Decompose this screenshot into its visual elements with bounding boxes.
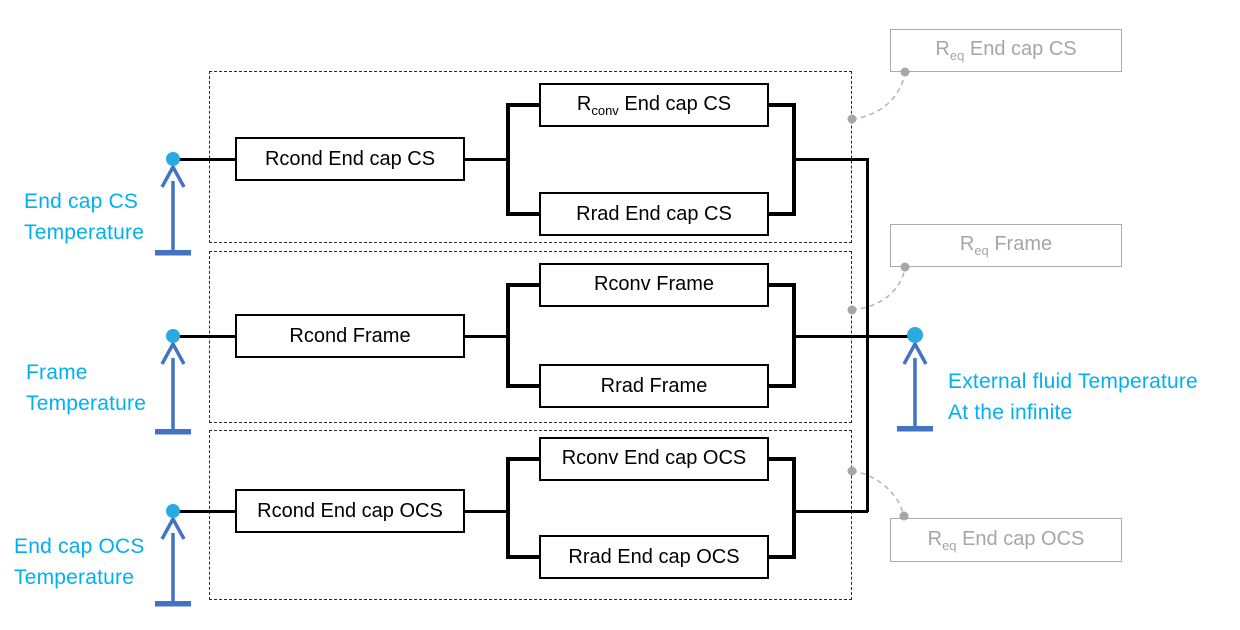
rrad-box-endcap-ocs: Rrad End cap OCS	[539, 535, 769, 579]
junction-right-ocs	[792, 457, 796, 559]
wire-node-to-rcond-frame	[173, 335, 235, 338]
temp-label-endcap-cs-line1: End cap CS	[24, 190, 139, 213]
temp-label-frame-line1: Frame	[26, 361, 88, 384]
rrad-label-frame: Rrad Frame	[600, 374, 708, 397]
stub-rad-right-frame	[769, 384, 796, 388]
stub-rad-left-cs	[506, 212, 539, 216]
temp-arrow-head-icon-frame	[160, 340, 186, 365]
req-box-frame: Req Frame	[890, 224, 1122, 267]
stub-rad-left-ocs	[506, 555, 539, 559]
temp-label-endcap-ocs-line2: Temperature	[14, 566, 135, 589]
stub-conv-left-ocs	[506, 457, 539, 461]
stub-rad-left-frame	[506, 384, 539, 388]
rcond-label-endcap-ocs: Rcond End cap OCS	[257, 499, 443, 522]
req-box-endcap-cs: Req End cap CS	[890, 29, 1122, 72]
rconv-box-endcap-cs: Rconv End cap CS	[539, 83, 769, 127]
wire-output-frame-to-external-node	[794, 335, 915, 338]
req-connector-curve-ocs	[851, 470, 904, 514]
ground-bar-icon-ocs	[155, 601, 191, 607]
rrad-label-endcap-ocs: Rrad End cap OCS	[568, 545, 740, 568]
stub-conv-right-frame	[769, 283, 796, 287]
rrad-box-endcap-cs: Rrad End cap CS	[539, 192, 769, 236]
junction-left-frame	[506, 283, 510, 388]
wire-node-to-rcond-ocs	[173, 510, 235, 513]
stub-conv-left-frame	[506, 283, 539, 287]
rconv-label-endcap-cs: Rconv End cap CS	[576, 92, 732, 118]
wire-rcond-to-split-frame	[465, 335, 508, 338]
rrad-box-frame: Rrad Frame	[539, 364, 769, 408]
temp-label-endcap-cs-line2: Temperature	[24, 221, 145, 244]
rcond-label-frame: Rcond Frame	[289, 324, 411, 347]
rconv-label-endcap-ocs: Rconv End cap OCS	[561, 446, 747, 469]
temp-label-frame: Frame Temperature	[26, 357, 146, 419]
wire-node-to-rcond-cs	[173, 158, 235, 161]
stub-conv-left-cs	[506, 103, 539, 107]
stub-conv-right-ocs	[769, 457, 796, 461]
temp-label-endcap-cs: End cap CS Temperature	[24, 186, 144, 248]
rcond-box-endcap-ocs: Rcond End cap OCS	[235, 489, 465, 533]
wire-rcond-to-split-cs	[465, 158, 508, 161]
wire-output-cs	[794, 158, 868, 161]
ground-bar-icon-external	[897, 426, 933, 432]
req-box-endcap-ocs: Req End cap OCS	[890, 518, 1122, 562]
group-box-endcap-ocs	[209, 430, 852, 600]
temp-label-endcap-ocs-line1: End cap OCS	[14, 535, 145, 558]
ground-bar-icon-cs	[155, 250, 191, 256]
temp-arrow-head-icon-cs	[160, 163, 186, 188]
req-label-endcap-cs: Req End cap CS	[935, 38, 1077, 63]
rconv-label-frame: Rconv Frame	[593, 272, 715, 295]
rcond-label-endcap-cs: Rcond End cap CS	[264, 147, 436, 170]
external-fluid-temp-label: External fluid Temperature At the infini…	[948, 366, 1198, 428]
collector-bus-line	[866, 158, 869, 512]
junction-left-ocs	[506, 457, 510, 559]
temp-label-frame-line2: Temperature	[26, 392, 147, 415]
stub-rad-right-cs	[769, 212, 796, 216]
rcond-box-frame: Rcond Frame	[235, 314, 465, 358]
req-label-endcap-ocs: Req End cap OCS	[927, 527, 1085, 553]
ground-bar-icon-frame	[155, 429, 191, 435]
group-box-endcap-cs	[209, 71, 852, 243]
req-connector-curve-frame	[851, 268, 906, 311]
rrad-label-endcap-cs: Rrad End cap CS	[576, 202, 732, 225]
wire-rcond-to-split-ocs	[465, 510, 508, 513]
temp-arrow-head-icon-external	[902, 340, 928, 365]
temp-arrow-head-icon-ocs	[160, 515, 186, 540]
junction-left-cs	[506, 103, 510, 216]
external-fluid-temp-line1: External fluid Temperature	[948, 370, 1198, 393]
rcond-box-endcap-cs: Rcond End cap CS	[235, 137, 465, 181]
req-label-frame: Req Frame	[959, 233, 1053, 258]
wire-output-ocs	[794, 510, 868, 513]
stub-rad-right-ocs	[769, 555, 796, 559]
temp-label-endcap-ocs: End cap OCS Temperature	[14, 531, 145, 593]
rconv-box-frame: Rconv Frame	[539, 263, 769, 307]
rconv-box-endcap-ocs: Rconv End cap OCS	[539, 437, 769, 481]
stub-conv-right-cs	[769, 103, 796, 107]
external-fluid-temp-line2: At the infinite	[948, 401, 1073, 424]
req-connector-curve-cs	[851, 73, 906, 120]
